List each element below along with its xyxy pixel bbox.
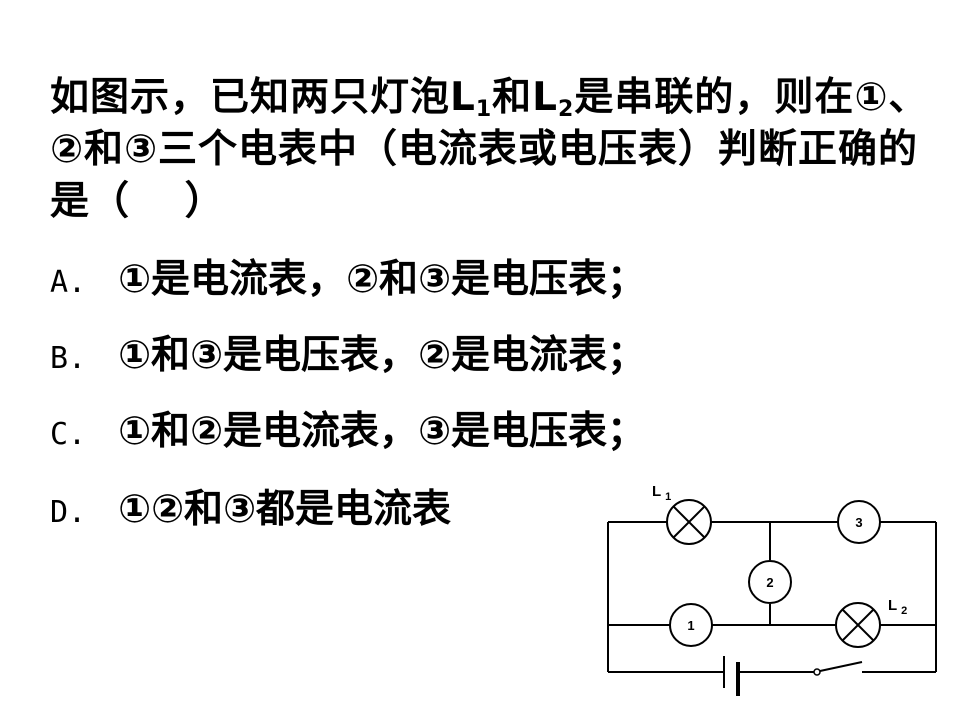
option-c-letter: C.: [50, 417, 87, 452]
lamp-l1-icon: [666, 499, 712, 545]
question-text-part2: 和L: [492, 75, 559, 120]
option-a[interactable]: A. ①是电流表，②和③是电压表；: [50, 254, 646, 309]
lamp2-subscript: 2: [558, 97, 575, 122]
option-a-letter: A.: [50, 265, 87, 300]
meter-3-label: 3: [855, 515, 862, 530]
option-c-text: ①和②是电流表，③是电压表；: [118, 409, 647, 454]
option-c[interactable]: C. ①和②是电流表，③是电压表；: [50, 406, 646, 461]
meter-1-label: 1: [687, 618, 694, 633]
question-stem: 如图示，已知两只灯泡L1和L2是串联的，则在①、②和③三个电表中（电流表或电压表…: [50, 72, 930, 228]
question-text-part1: 如图示，已知两只灯泡L: [50, 75, 476, 120]
meter-2-label: 2: [766, 575, 773, 590]
option-d[interactable]: D. ①②和③都是电流表: [50, 484, 451, 539]
option-b[interactable]: B. ①和③是电压表，②是电流表；: [50, 330, 646, 385]
lamp-l2-icon: [835, 602, 881, 648]
option-d-letter: D.: [50, 495, 87, 530]
meter-3-icon: [837, 500, 881, 544]
meter-2-icon: [748, 560, 792, 604]
option-d-text: ①②和③都是电流表: [118, 487, 452, 532]
meter-1-icon: [669, 603, 713, 647]
option-b-text: ①和③是电压表，②是电流表；: [118, 333, 647, 378]
lamp1-subscript: 1: [475, 97, 493, 122]
option-a-text: ①是电流表，②和③是电压表；: [118, 257, 647, 302]
question-text-part3: 是串联的，则在①、②和③三个电表中（电流表或电压表）判断正确的是（ ）: [50, 75, 929, 224]
switch-lever: [819, 661, 863, 672]
option-b-letter: B.: [50, 341, 87, 376]
switch-pivot: [813, 668, 821, 676]
